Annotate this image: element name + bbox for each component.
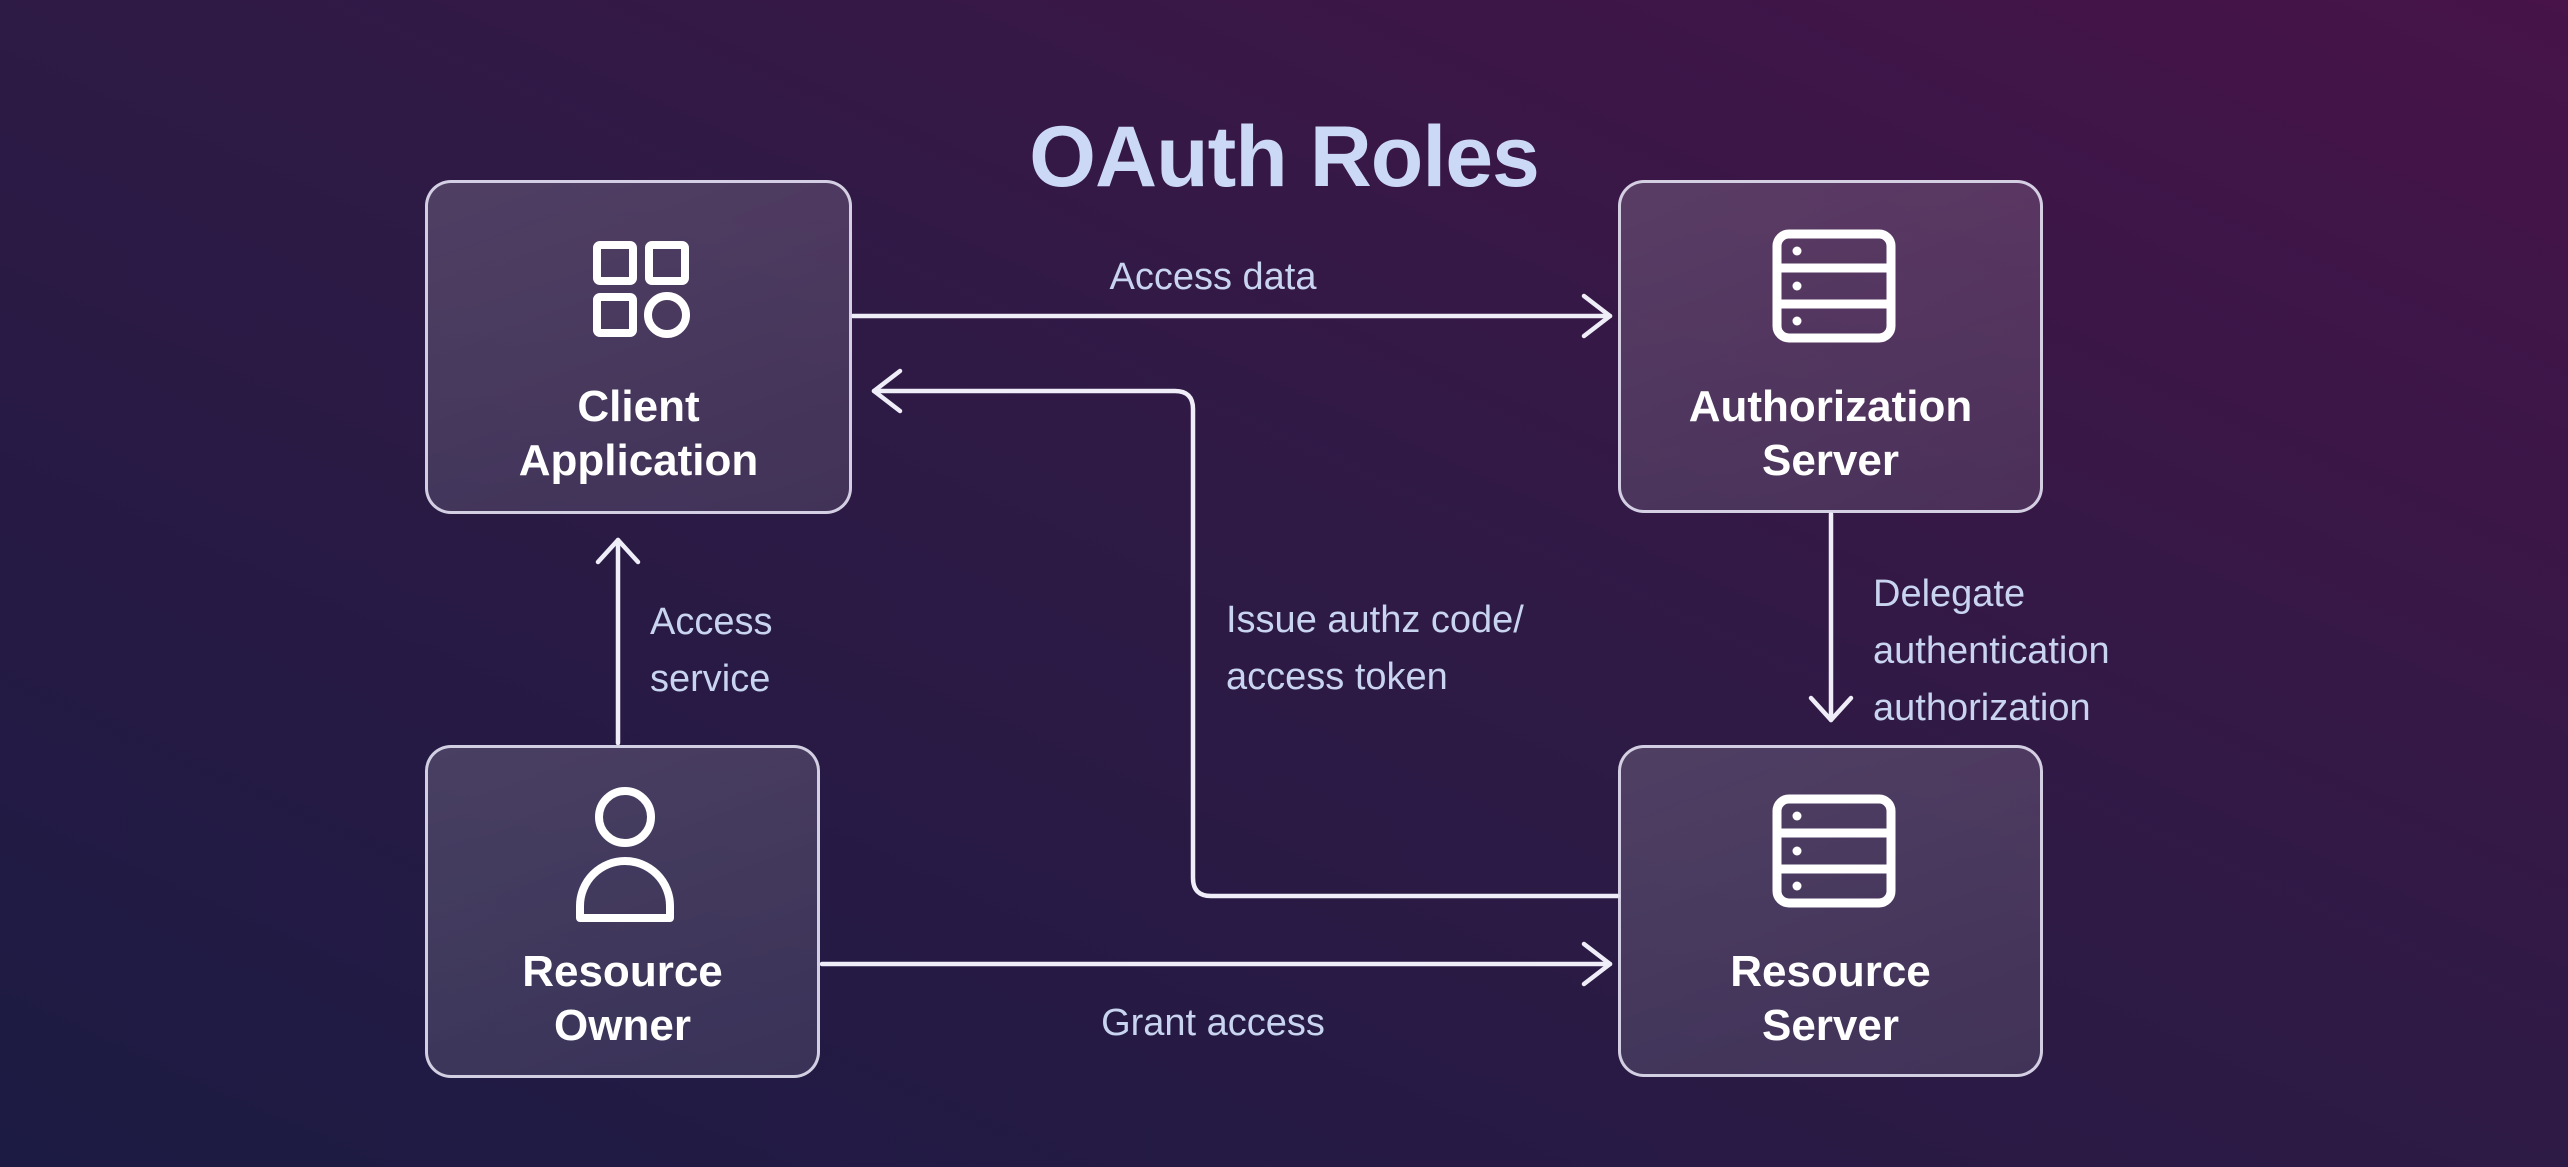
access-data-label: Access data bbox=[1109, 256, 1317, 298]
delegate-label-line3: authorization bbox=[1873, 687, 2091, 729]
grant-access-label: Grant access bbox=[1101, 1002, 1325, 1044]
node-resource-owner: Resource Owner bbox=[425, 745, 820, 1078]
access-service-arrow bbox=[595, 537, 641, 746]
resource-owner-label-line1: Resource bbox=[522, 947, 723, 996]
resource-owner-label-line2: Owner bbox=[554, 1001, 691, 1050]
issue-token-label: Issue authz code/ access token bbox=[1226, 592, 1524, 706]
server-icon bbox=[1771, 793, 1897, 909]
resource-server-label-line1: Resource bbox=[1730, 947, 1931, 996]
issue-token-arrow bbox=[871, 368, 1621, 899]
issue-token-label-line2: access token bbox=[1226, 656, 1448, 698]
client-application-label: Client Application bbox=[428, 380, 849, 488]
resource-server-label: Resource Server bbox=[1621, 945, 2040, 1053]
resource-server-label-line2: Server bbox=[1761, 1001, 1899, 1050]
auth-server-label-line1: Authorization bbox=[1688, 382, 1973, 431]
node-client-application: Client Application bbox=[425, 180, 852, 514]
auth-server-label-line2: Server bbox=[1761, 436, 1899, 485]
delegate-arrow bbox=[1808, 511, 1854, 723]
grid-app-icon bbox=[591, 239, 691, 339]
server-icon bbox=[1771, 228, 1897, 344]
delegate-label-line2: authentication bbox=[1873, 630, 2110, 672]
access-data-arrow bbox=[850, 293, 1613, 339]
authorization-server-label: Authorization Server bbox=[1621, 380, 2040, 488]
client-label-line1: Client bbox=[577, 382, 700, 431]
node-resource-server: Resource Server bbox=[1618, 745, 2043, 1077]
resource-owner-label: Resource Owner bbox=[428, 945, 817, 1053]
grant-access-arrow bbox=[819, 941, 1613, 987]
access-service-label-line2: service bbox=[650, 658, 771, 700]
page-title: OAuth Roles bbox=[1029, 109, 1540, 205]
delegate-label: Delegate authentication authorization bbox=[1873, 566, 2110, 737]
client-label-line2: Application bbox=[518, 436, 759, 485]
delegate-label-line1: Delegate bbox=[1873, 573, 2026, 615]
issue-token-label-line1: Issue authz code/ bbox=[1226, 599, 1524, 641]
access-service-label: Access service bbox=[650, 594, 772, 708]
node-authorization-server: Authorization Server bbox=[1618, 180, 2043, 513]
access-service-label-line1: Access bbox=[650, 601, 773, 643]
person-icon bbox=[575, 787, 675, 922]
